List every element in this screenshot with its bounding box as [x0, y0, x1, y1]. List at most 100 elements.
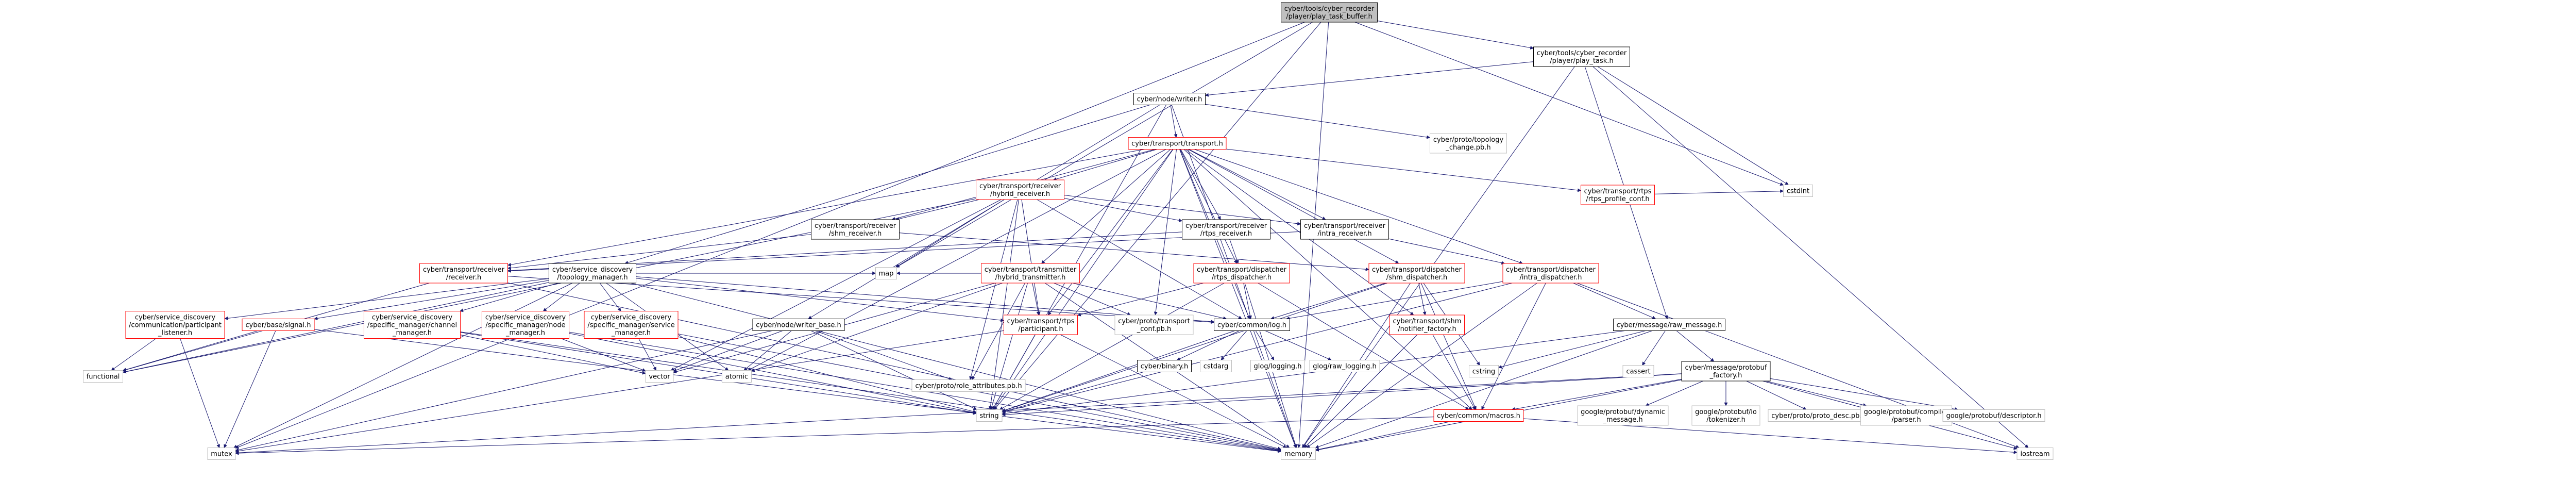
- header-node-n22[interactable]: cyber/transport/rtps/participant.h: [1004, 315, 1078, 335]
- node-label-line: _message.h: [1602, 416, 1642, 424]
- edge-n32-n43: [1645, 380, 1704, 406]
- edge-n3-n7: [1189, 149, 1326, 220]
- node-box: [584, 311, 679, 339]
- header-node-n16[interactable]: cyber/service_discovery/communication/pa…: [125, 311, 225, 339]
- node-box: [1309, 360, 1380, 372]
- node-box: [1389, 315, 1465, 335]
- node-box: [722, 370, 752, 383]
- edge-n0-n49: [1354, 22, 1784, 186]
- header-node-n27[interactable]: cyber/binary.h: [1137, 360, 1192, 372]
- edge-n24-n30: [1265, 330, 1332, 361]
- edge-n16-n34: [111, 338, 157, 371]
- node-label-line: cyber/transport/dispatcher: [1372, 266, 1462, 274]
- edge-n3-n23: [1154, 149, 1177, 316]
- node-label-line: atomic: [725, 373, 748, 381]
- header-node-n11[interactable]: cyber/service_discovery/topology_manager…: [549, 263, 636, 284]
- node-label-line: /specific_manager/node: [485, 322, 565, 329]
- edge-n21-n31: [815, 330, 953, 380]
- node-label-line: /hybrid_receiver.h: [990, 190, 1050, 198]
- node-label-line: cyber/common/macros.h: [1437, 412, 1520, 420]
- header-node-n32[interactable]: cyber/message/protobuf_factory.h: [1681, 361, 1771, 382]
- header-node-n19[interactable]: cyber/service_discovery/specific_manager…: [482, 311, 569, 339]
- edge-n19-n35: [561, 338, 646, 372]
- node-label-line: _change.pb.h: [1445, 144, 1490, 152]
- edge-n12-n23: [1054, 283, 1131, 316]
- edge-n24-n27: [1176, 330, 1240, 360]
- header-node-n5[interactable]: cyber/transport/receiver/shm_receiver.h: [811, 219, 900, 240]
- header-node-n1[interactable]: cyber/tools/cyber_recorder/player/play_t…: [1533, 46, 1630, 67]
- node-label-line: cyber/base/signal.h: [245, 322, 311, 329]
- edge-n2-n3: [1170, 105, 1178, 138]
- node-box: [1681, 361, 1771, 382]
- edge-n4-n37: [895, 199, 1005, 268]
- header-node-n12[interactable]: cyber/transport/transmitter/hybrid_trans…: [981, 263, 1080, 284]
- header-node-n20[interactable]: cyber/service_discovery/specific_manager…: [584, 311, 679, 339]
- node-box: [976, 409, 1003, 422]
- node-label-line: cyber/transport/dispatcher: [1506, 266, 1596, 274]
- edge-n32-n33: [1511, 378, 1682, 411]
- edge-n6-n13: [1229, 239, 1239, 264]
- header-node-n24[interactable]: cyber/common/log.h: [1214, 319, 1290, 331]
- edge-n5-n10: [507, 234, 811, 270]
- edge-n14-n25: [1418, 283, 1427, 316]
- edge-n0-n1: [1377, 20, 1534, 49]
- node-label-line: _factory.h: [1709, 372, 1742, 379]
- node-box: [976, 179, 1064, 200]
- header-node-n6[interactable]: cyber/transport/receiver/rtps_receiver.h: [1182, 219, 1270, 240]
- header-node-n17[interactable]: cyber/base/signal.h: [242, 319, 315, 331]
- node-label-line: /rtps_receiver.h: [1200, 230, 1252, 238]
- header-node-n10[interactable]: cyber/transport/receiver/receiver.h: [419, 263, 508, 284]
- edge-n21-n35: [673, 330, 783, 372]
- header-node-n33[interactable]: cyber/common/macros.h: [1433, 409, 1524, 422]
- edge-n12-n22: [1032, 283, 1040, 316]
- edge-n24-n29: [1255, 330, 1275, 361]
- node-label-line: cyber/proto/proto_desc.pb.h: [1771, 412, 1866, 420]
- header-node-n8[interactable]: cyber/transport/rtps/rtps_profile_conf.h: [1581, 185, 1655, 205]
- header-node-n46: google/protobuf/compiler/parser.h: [1860, 405, 1952, 426]
- header-node-n7[interactable]: cyber/transport/receiver/intra_receiver.…: [1300, 219, 1389, 240]
- header-node-n18[interactable]: cyber/service_discovery/specific_manager…: [364, 311, 461, 339]
- node-label-line: /receiver.h: [446, 274, 481, 282]
- header-node-n23: cyber/proto/transport_conf.pb.h: [1114, 315, 1194, 335]
- edge-n2-n9: [1205, 104, 1431, 139]
- node-label-line: cyber/tools/cyber_recorder: [1284, 5, 1375, 13]
- edge-n26-n40: [1315, 330, 1653, 449]
- header-node-n42: cassert: [1622, 365, 1654, 377]
- header-node-n4[interactable]: cyber/transport/receiver/hybrid_receiver…: [976, 179, 1064, 200]
- node-label-line: cstring: [1472, 368, 1495, 376]
- node-label-line: /hybrid_transmitter.h: [995, 274, 1066, 282]
- header-node-n21[interactable]: cyber/node/writer_base.h: [752, 319, 845, 331]
- edge-n3-n4: [1053, 149, 1158, 181]
- edge-n18-n38: [460, 332, 977, 415]
- node-label-line: cyber/transport/rtps: [1007, 318, 1075, 325]
- header-node-n14[interactable]: cyber/transport/dispatcher/shm_dispatche…: [1368, 263, 1465, 284]
- node-label-line: cyber/node/writer_base.h: [756, 322, 841, 329]
- header-node-n26[interactable]: cyber/message/raw_message.h: [1613, 319, 1725, 331]
- node-label-line: string: [979, 412, 998, 420]
- node-label-line: cstdarg: [1204, 363, 1229, 371]
- header-node-n34: functional: [83, 370, 123, 383]
- header-node-n38: string: [976, 409, 1003, 422]
- edge-n11-n22: [636, 278, 1005, 322]
- edge-n4-n6: [1064, 197, 1183, 222]
- node-box: [1502, 263, 1599, 284]
- header-node-n0[interactable]: cyber/tools/cyber_recorder/player/play_t…: [1281, 2, 1378, 23]
- edge-n1-n49: [1597, 66, 1789, 185]
- edge-n0-n37: [895, 22, 1313, 268]
- node-box: [2016, 448, 2054, 460]
- header-node-n25[interactable]: cyber/transport/shm/notifier_factory.h: [1389, 315, 1465, 335]
- header-node-n13[interactable]: cyber/transport/dispatcher/rtps_dispatch…: [1193, 263, 1290, 284]
- edge-n11-n20: [599, 283, 621, 312]
- edge-n14-n38: [1002, 283, 1388, 412]
- node-label-line: /intra_receiver.h: [1317, 230, 1371, 238]
- edge-n11-n17: [314, 280, 549, 320]
- edge-n3-n25: [1185, 149, 1414, 316]
- header-node-n15[interactable]: cyber/transport/dispatcher/intra_dispatc…: [1502, 263, 1599, 284]
- header-node-n3[interactable]: cyber/transport/transport.h: [1128, 137, 1227, 150]
- edge-n3-n15: [1194, 149, 1523, 264]
- header-node-n2[interactable]: cyber/node/writer.h: [1133, 93, 1206, 105]
- edge-n18-n40: [460, 332, 1282, 453]
- node-label-line: iostream: [2020, 451, 2049, 458]
- edge-n4-n5: [895, 199, 980, 221]
